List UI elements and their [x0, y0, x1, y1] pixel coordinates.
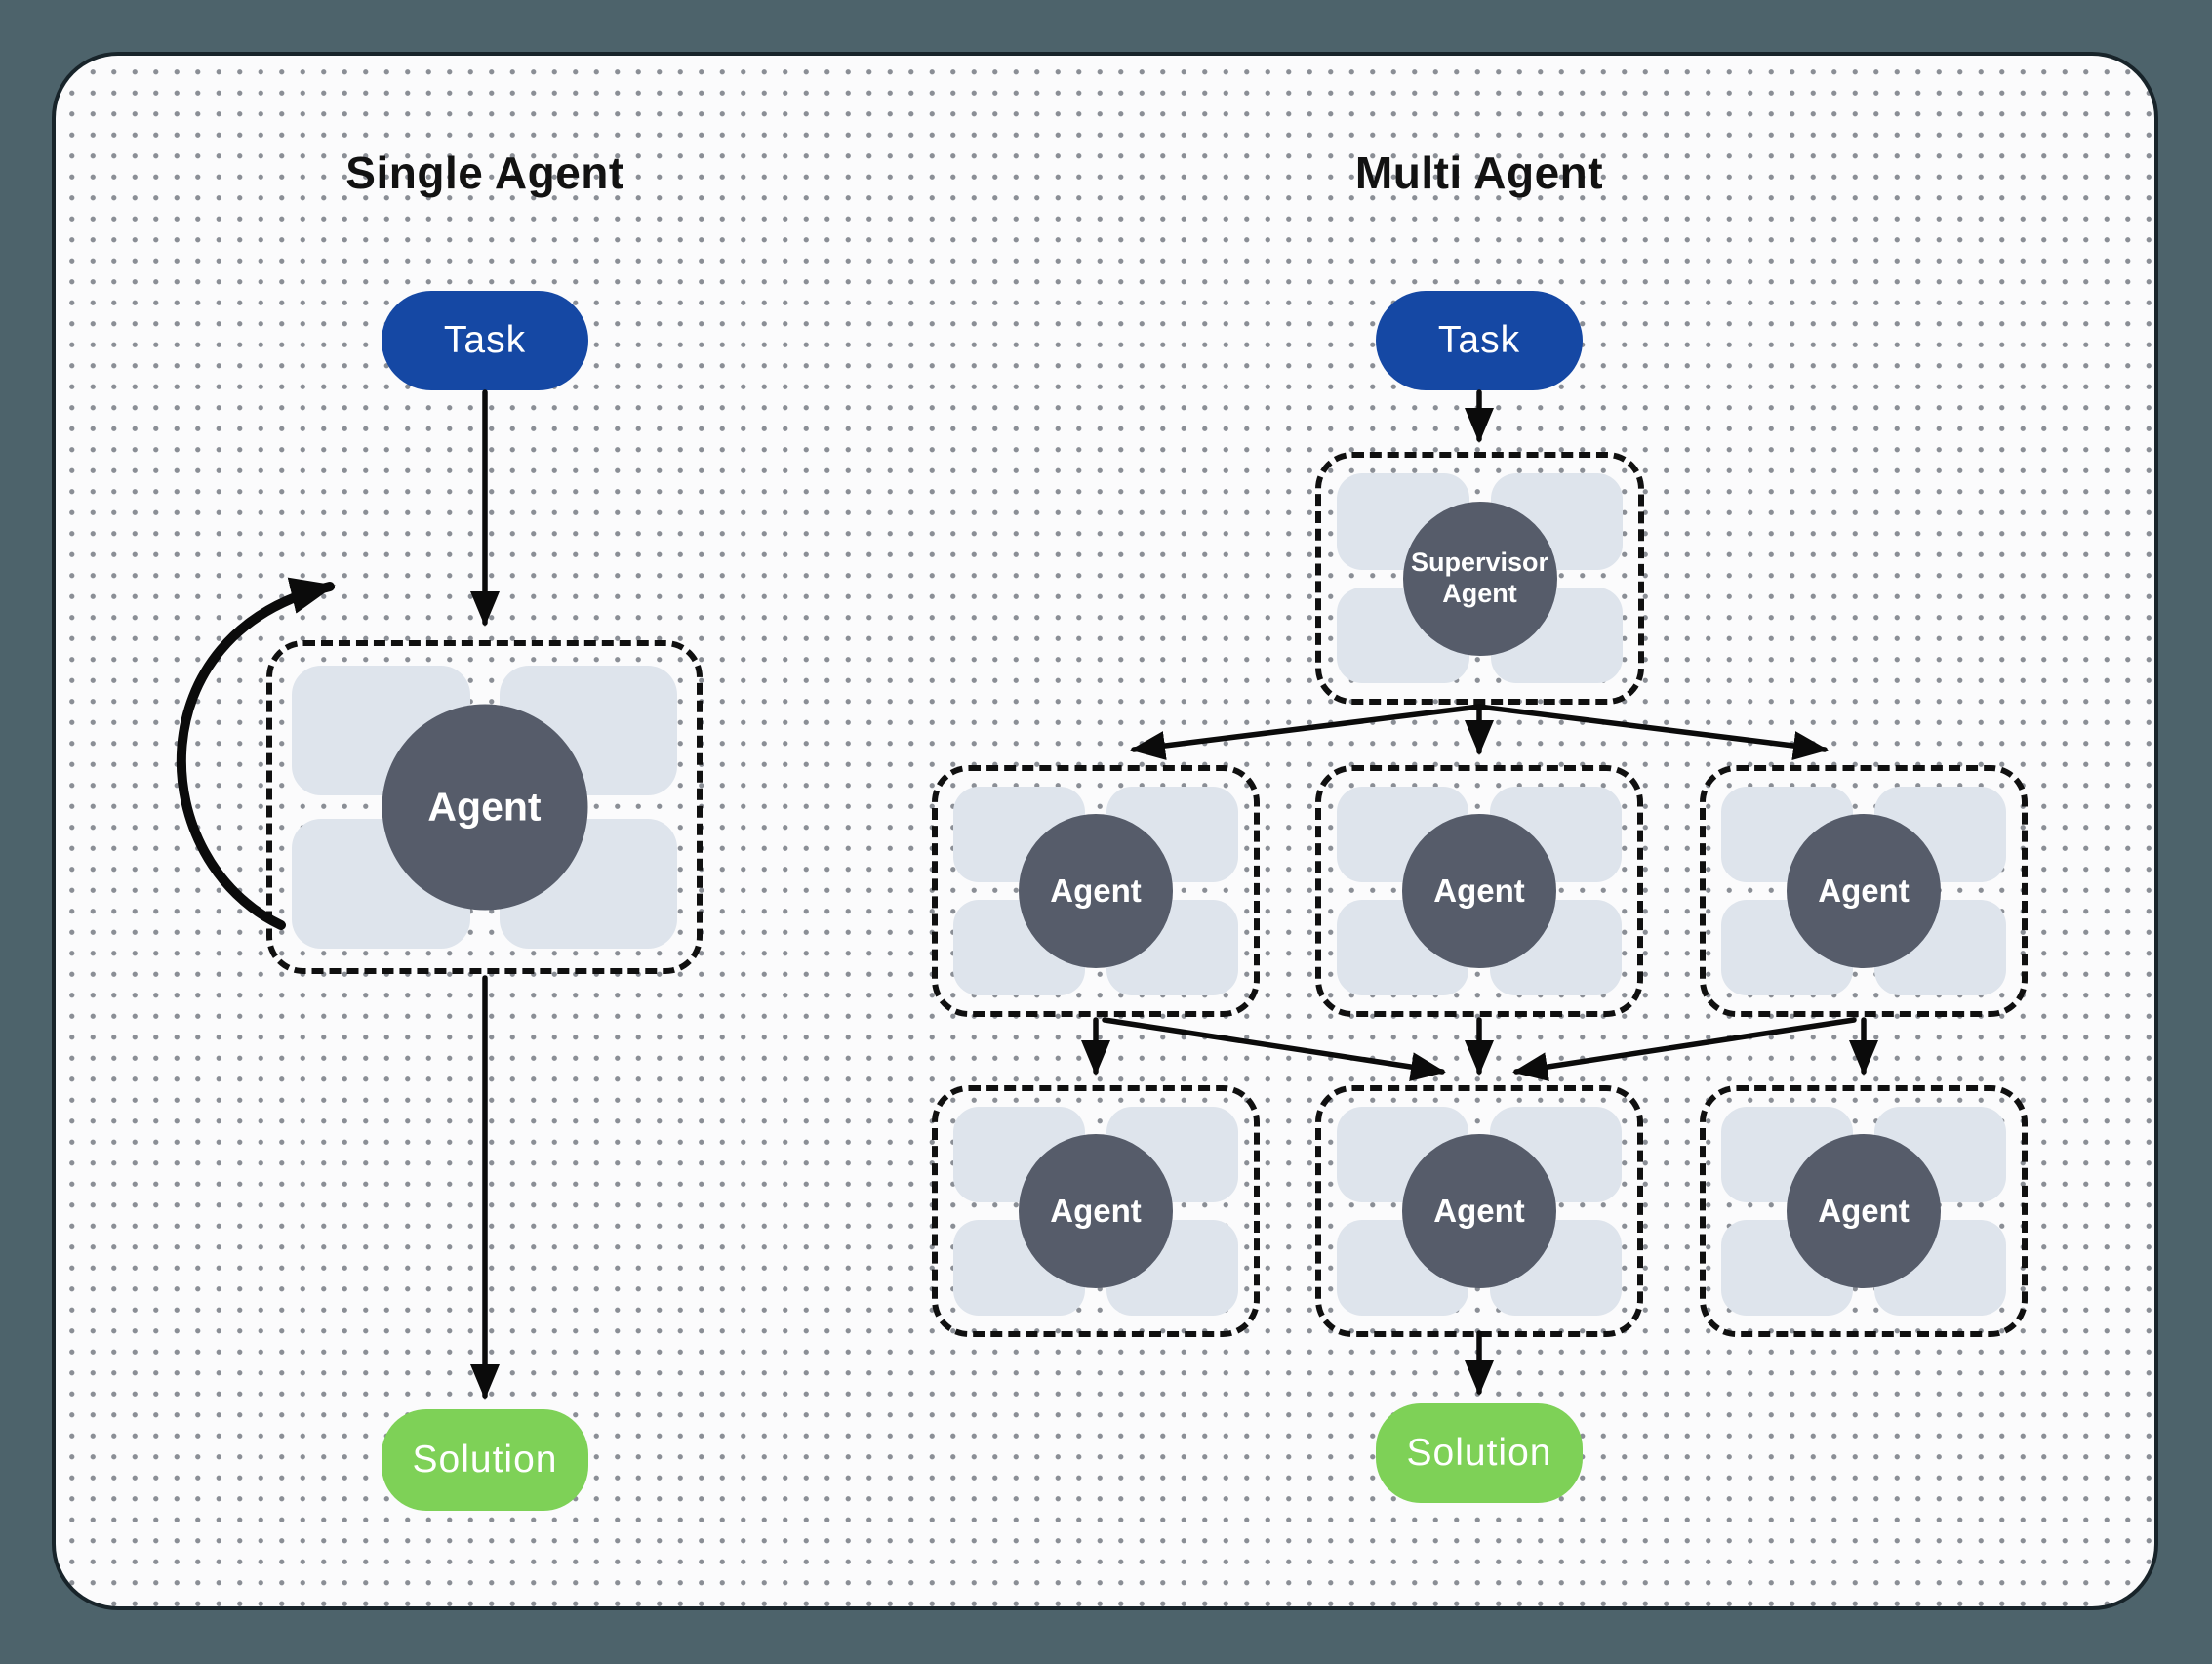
worker-agent-label: Agent [1433, 1193, 1525, 1229]
worker-agent-label: Agent [1050, 873, 1142, 909]
worker-agent-label: Agent [1818, 1193, 1910, 1229]
multi-task-label: Task [1437, 319, 1521, 361]
supervisor-agent-box: Supervisor Agent [1315, 452, 1644, 705]
single-task-label: Task [443, 319, 527, 361]
worker-agent-circle: Agent [1019, 814, 1173, 968]
supervisor-agent-circle: Supervisor Agent [1402, 501, 1557, 656]
worker-agent-circle: Agent [1402, 1134, 1556, 1288]
multi-agent-title: Multi Agent [1354, 147, 1604, 198]
multi-task-pill: Task [1376, 291, 1583, 390]
single-task-pill: Task [382, 291, 588, 390]
worker-agent-box-5: Agent [1315, 1085, 1643, 1337]
worker-agent-circle: Agent [1402, 814, 1556, 968]
single-agent-box: Agent [266, 640, 703, 974]
worker-agent-label: Agent [1433, 873, 1525, 909]
worker-agent-circle: Agent [1787, 814, 1941, 968]
single-solution-label: Solution [412, 1439, 558, 1481]
single-agent-circle: Agent [382, 704, 587, 911]
worker-agent-circle: Agent [1787, 1134, 1941, 1288]
multi-solution-pill: Solution [1376, 1403, 1583, 1503]
worker-agent-box-6: Agent [1700, 1085, 2028, 1337]
worker-agent-box-1: Agent [932, 765, 1260, 1017]
single-solution-pill: Solution [382, 1409, 588, 1511]
worker-agent-label: Agent [1818, 873, 1910, 909]
single-agent-label: Agent [427, 784, 542, 830]
worker-agent-circle: Agent [1019, 1134, 1173, 1288]
worker-agent-box-2: Agent [1315, 765, 1643, 1017]
worker-agent-label: Agent [1050, 1193, 1142, 1229]
multi-solution-label: Solution [1406, 1432, 1552, 1474]
single-agent-title: Single Agent [345, 147, 624, 198]
worker-agent-box-3: Agent [1700, 765, 2028, 1017]
worker-agent-box-4: Agent [932, 1085, 1260, 1337]
supervisor-agent-label: Supervisor Agent [1410, 547, 1549, 608]
